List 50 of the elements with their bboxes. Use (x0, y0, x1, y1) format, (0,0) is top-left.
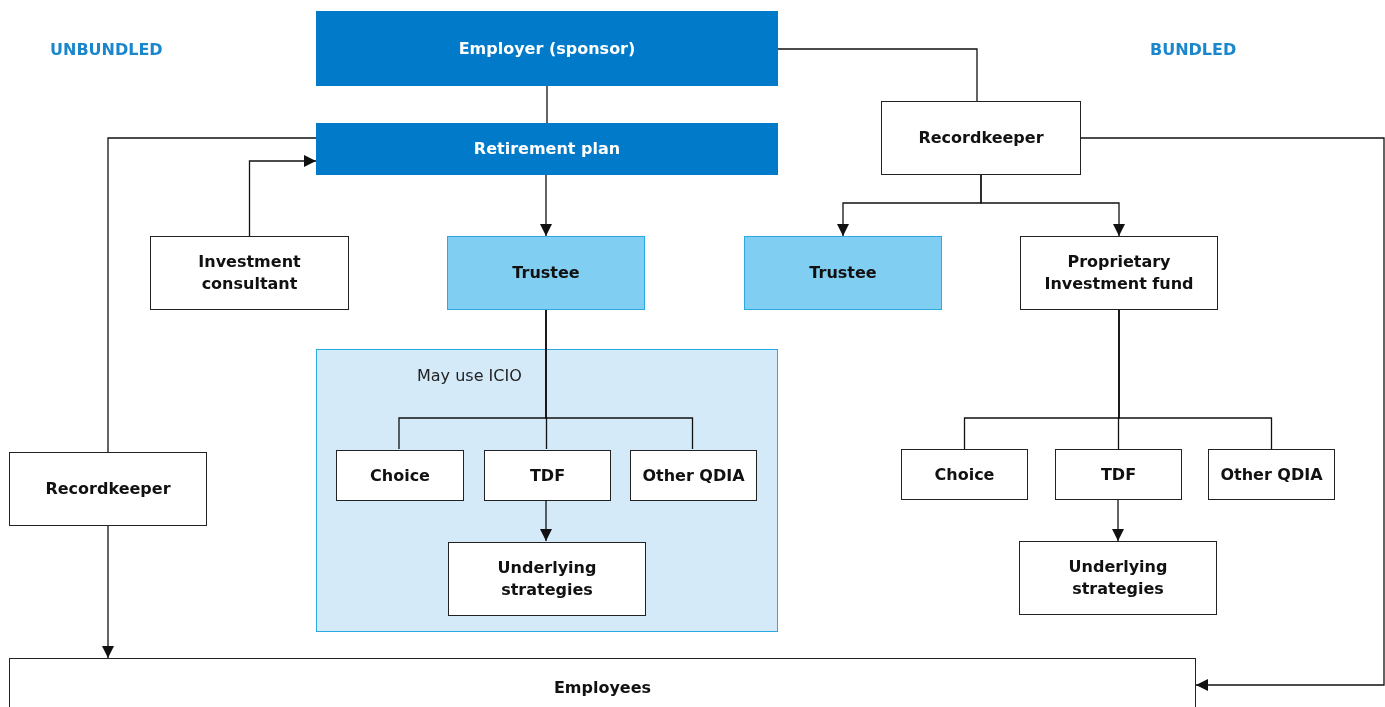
connector-line (1118, 309, 1273, 450)
process-box (1020, 236, 1218, 310)
arrow (540, 499, 552, 542)
node-label: Choice (933, 463, 996, 486)
node-label: Investment consultant (197, 251, 302, 295)
plan-box (316, 123, 778, 175)
connector-line (107, 137, 317, 453)
node-label: Recordkeeper (917, 127, 1045, 149)
node-label: TDF (528, 464, 567, 487)
process-box (1208, 449, 1335, 500)
icio-region (316, 349, 778, 632)
arrow (980, 174, 1125, 237)
node-label: Retirement plan (472, 138, 622, 160)
node-label: Trustee (808, 262, 878, 284)
node-label: Underlying strategies (496, 557, 598, 601)
process-box (484, 450, 611, 501)
section-heading: BUNDLED (1150, 40, 1237, 59)
node-label: Employer (sponsor) (457, 37, 637, 60)
process-box (9, 658, 1196, 707)
connector-line (545, 309, 694, 450)
node-label: Other QDIA (1219, 463, 1324, 486)
plan-box (316, 11, 778, 86)
node-label: Underlying strategies (1067, 556, 1169, 600)
node-label: Employees (552, 677, 653, 699)
node-label: Proprietary Investment fund (1043, 251, 1195, 295)
process-box (150, 236, 349, 310)
node-label: TDF (1099, 463, 1138, 486)
section-heading: UNBUNDLED (50, 40, 163, 59)
trustee-box (447, 236, 645, 310)
process-box (448, 542, 646, 616)
node-label: Choice (369, 464, 431, 487)
process-box (1055, 449, 1182, 500)
region-label: May use ICIO (417, 365, 522, 387)
trustee-box (744, 236, 942, 310)
process-box (881, 101, 1081, 175)
arrow (248, 155, 317, 237)
process-box (901, 449, 1028, 500)
arrow (1112, 499, 1124, 542)
process-box (336, 450, 464, 501)
node-label: Other QDIA (641, 464, 746, 487)
process-box (1019, 541, 1217, 615)
process-box (630, 450, 757, 501)
arrow (102, 525, 114, 659)
arrow (540, 174, 552, 237)
arrow (1080, 137, 1385, 691)
connector-line (546, 85, 548, 124)
node-label: Trustee (511, 262, 581, 284)
connector-line (777, 48, 978, 102)
node-label: Recordkeeper (44, 478, 172, 500)
process-box (9, 452, 207, 526)
